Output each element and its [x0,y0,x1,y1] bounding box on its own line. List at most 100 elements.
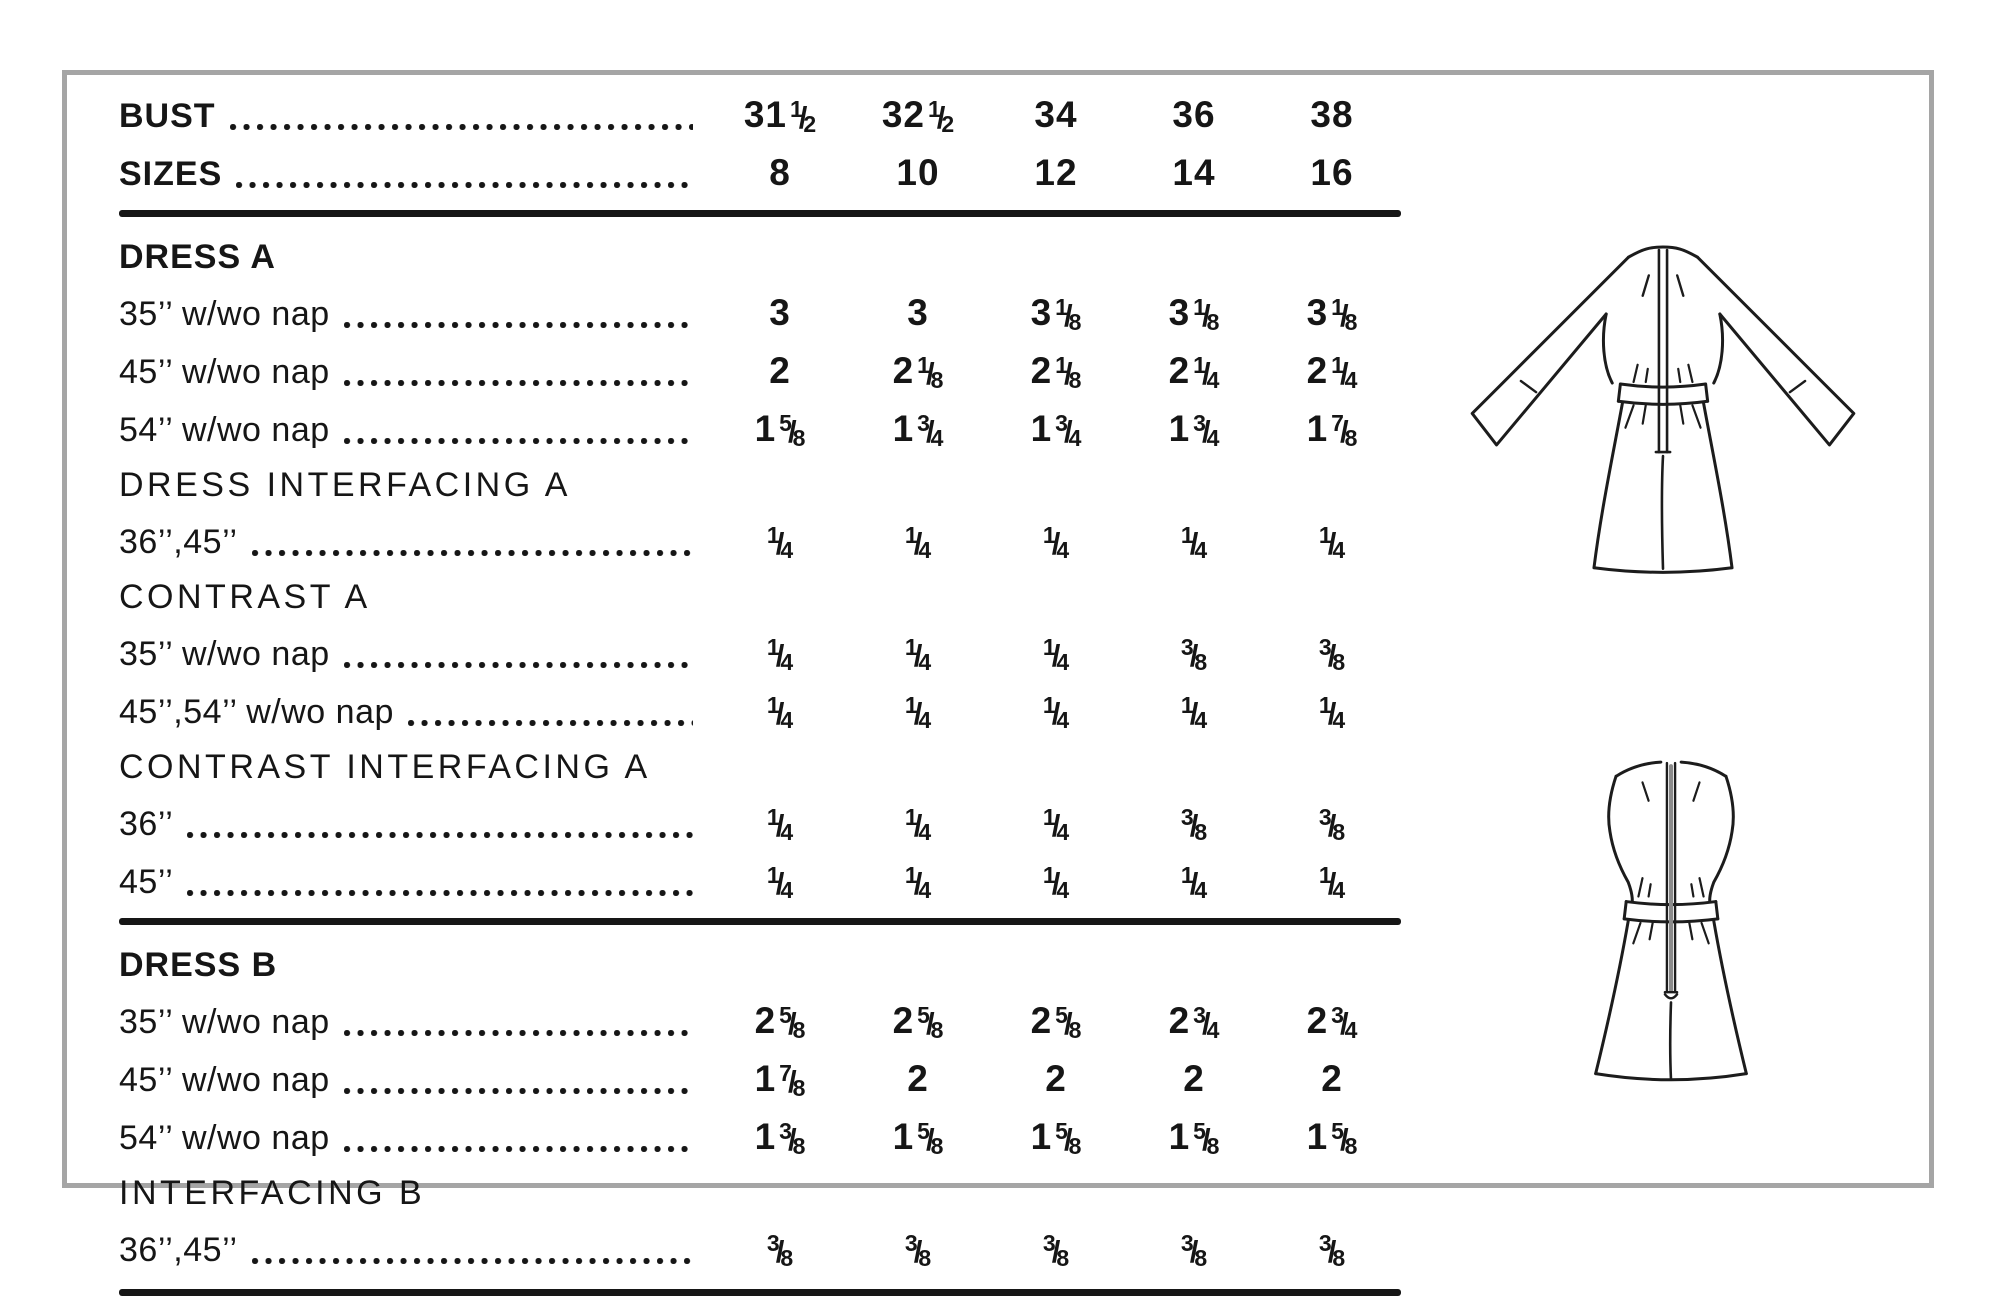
fraction: 3/8 [1318,1230,1346,1271]
yardage-value: 1/4 [1263,692,1401,733]
yardage-value: 1/4 [849,694,987,732]
fraction: 1/4 [1180,522,1208,563]
whole-number: 2 [754,1000,777,1041]
whole-number: 3 [1306,292,1329,333]
row-label-cell: 45’’ w/wo nap [119,355,711,389]
yardage-value: 3/8 [1263,636,1401,674]
row-label: DRESS INTERFACING A [119,466,571,504]
whole-number: 1 [892,408,915,449]
whole-number: 1 [1168,1116,1191,1157]
row-label-cell: CONTRAST A [119,580,711,614]
row-label-cell: DRESS INTERFACING A [119,468,711,502]
whole-number: 38 [1310,94,1354,135]
dot-leader [236,182,693,188]
fraction: 1/4 [1331,352,1358,393]
heading-dress-a: DRESS A [119,227,1401,281]
heading-interfacing-b: INTERFACING B [119,1163,1401,1217]
whole-number: 16 [1310,152,1354,193]
dot-leader [343,380,693,386]
whole-number: 1 [1030,1116,1053,1157]
fraction: 1/4 [1318,522,1346,563]
fraction: 1/8 [1055,352,1082,393]
yardage-value: 3/8 [1263,1230,1401,1271]
scanned-sewing-pattern-yardage-page: { "page": { "background": "#ffffff", "in… [62,70,1934,1296]
yardage-value: 1/4 [711,806,849,844]
row-label: INTERFACING B [119,1174,426,1212]
fraction: 3/4 [1193,1002,1220,1043]
row-label: 45’’,54’’ w/wo nap [119,693,394,731]
fraction: 3/8 [904,1230,932,1271]
row-label: 36’’,45’’ [119,1231,238,1269]
fraction: 3/4 [1331,1002,1358,1043]
divider-bottom [119,1289,1401,1296]
row-label-cell: 36’’,45’’ [119,1233,711,1267]
fraction: 5/8 [917,1002,944,1043]
dress-b-bodice [1609,762,1734,900]
row-label-cell: 35’’ w/wo nap [119,637,711,671]
yardage-value: 2 [987,1060,1125,1097]
row-label: 45’’ [119,863,174,901]
yardage-value: 36 [1125,96,1263,133]
yardage-value: 1/4 [1263,864,1401,902]
fraction: 3/4 [1193,410,1220,451]
fraction: 1/4 [1180,862,1208,903]
whole-number: 1 [754,408,777,449]
fraction: 1/4 [766,634,794,675]
fraction: 1/4 [766,522,794,563]
fraction: 7/8 [1331,410,1358,451]
fraction: 3/4 [917,410,944,451]
fraction: 1/4 [904,804,932,845]
dress-a-sleeves [1472,257,1854,445]
fraction: 1/4 [1318,692,1346,733]
yardage-value: 3/8 [711,1232,849,1270]
yardage-value: 34 [987,96,1125,133]
yardage-value: 10 [849,154,987,191]
yardage-value: 3/8 [1125,636,1263,674]
row-label: DRESS B [119,946,278,984]
yardage-value: 1/4 [987,524,1125,562]
row-label-cell: SIZES [119,157,711,191]
row-label: DRESS A [119,238,276,276]
row-label-cell: 45’’,54’’ w/wo nap [119,695,711,729]
yardage-value: 1/4 [849,636,987,674]
yardage-value: 1/4 [711,522,849,563]
whole-number: 14 [1172,152,1216,193]
dot-leader [343,1146,693,1152]
row-label-cell: 54’’ w/wo nap [119,1121,711,1155]
whole-number: 12 [1034,152,1078,193]
fraction: 1/4 [766,692,794,733]
yardage-value: 3/8 [1263,806,1401,844]
dress-b-skirt [1596,921,1747,1080]
whole-number: 2 [769,350,791,391]
whole-number: 3 [907,292,929,333]
whole-number: 1 [1168,408,1191,449]
fraction: 1/8 [1193,294,1220,335]
fraction: 1/4 [904,522,932,563]
row-label: BUST [119,97,216,135]
fraction: 1/4 [1042,862,1070,903]
fraction: 5/8 [917,1118,944,1159]
